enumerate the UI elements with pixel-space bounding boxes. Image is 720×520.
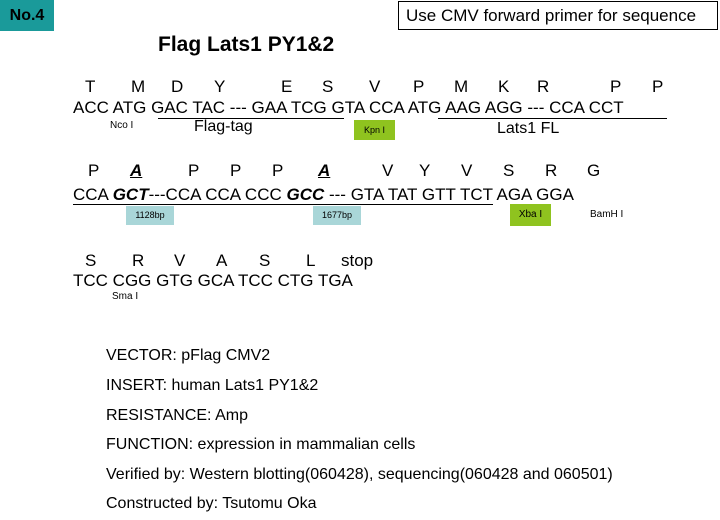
amino-acid: P [188, 161, 200, 180]
seq-segment: TCT AGA GGA [459, 185, 574, 204]
function-info: FUNCTION: expression in mammalian cells [106, 436, 416, 453]
flag-tag-label: Flag-tag [194, 118, 253, 135]
constructed-info: Constructed by: Tsutomu Oka [106, 495, 317, 512]
amino-acid: A [216, 251, 228, 270]
amino-acid: P [413, 77, 425, 96]
amino-acid: S [85, 251, 97, 270]
verified-info: Verified by: Western blotting(060428), s… [106, 466, 613, 483]
page-title: Flag Lats1 PY1&2 [158, 33, 335, 56]
amino-acid: V [174, 251, 186, 270]
seq-segment: ---CCA CCA CCC [148, 185, 287, 204]
seq-segment: --- GTA TAT GTT [324, 185, 460, 204]
amino-acid: E [281, 77, 293, 96]
mutated-codon: GCC [286, 185, 325, 204]
vector-info: VECTOR: pFlag CMV2 [106, 347, 271, 364]
row2-dna-sequence: CCA GCT---CCA CCA CCC GCC --- GTA TAT GT… [73, 185, 574, 205]
site-kpn-tag: Kpn I [354, 120, 395, 140]
amino-acid: S [322, 77, 334, 96]
amino-acid: S [503, 161, 515, 180]
amino-acid: K [498, 77, 510, 96]
amino-acid: V [369, 77, 381, 96]
amino-acid: P [230, 161, 242, 180]
construct-number-badge: No.4 [0, 0, 54, 31]
amino-acid: S [259, 251, 271, 270]
amino-acid: Y [419, 161, 431, 180]
mutation-1-tag: 1128bp [126, 206, 174, 225]
amino-acid: R [545, 161, 558, 180]
site-xba-tag: Xba I [510, 204, 551, 226]
amino-acid: V [382, 161, 394, 180]
amino-acid: D [171, 77, 184, 96]
amino-acid: P [652, 77, 664, 96]
flag-tag-underline [158, 118, 344, 119]
lats1-underline-2 [73, 204, 493, 205]
mutation-2-tag: 1677bp [313, 206, 361, 225]
mutated-amino-acid: A [318, 161, 331, 180]
amino-acid: T [85, 77, 96, 96]
resistance-info: RESISTANCE: Amp [106, 407, 248, 424]
row3-dna-sequence: TCC CGG GTG GCA TCC CTG TGA [73, 271, 353, 290]
stop-codon-label: stop [341, 251, 374, 270]
amino-acid: P [610, 77, 622, 96]
lats1-fl-label: Lats1 FL [497, 120, 560, 137]
amino-acid: P [272, 161, 284, 180]
site-sma-label: Sma I [112, 291, 139, 302]
amino-acid: L [306, 251, 316, 270]
lats1-underline [438, 118, 667, 119]
row1-dna-sequence: ACC ATG GAC TAC --- GAA TCG GTA CCA ATG … [73, 98, 624, 117]
amino-acid: G [587, 161, 601, 180]
amino-acid: V [461, 161, 473, 180]
site-bamh-label: BamH I [590, 209, 624, 220]
amino-acid: M [454, 77, 469, 96]
amino-acid: R [537, 77, 550, 96]
amino-acid: R [132, 251, 145, 270]
site-nco-label: Nco I [110, 120, 134, 131]
mutated-amino-acid: A [130, 161, 143, 180]
insert-info: INSERT: human Lats1 PY1&2 [106, 377, 319, 394]
primer-note-box: Use CMV forward primer for sequence [398, 1, 718, 30]
mutated-codon: GCT [112, 185, 149, 204]
seq-segment: CCA [73, 185, 113, 204]
amino-acid: Y [214, 77, 226, 96]
amino-acid: P [88, 161, 100, 180]
amino-acid: M [131, 77, 146, 96]
